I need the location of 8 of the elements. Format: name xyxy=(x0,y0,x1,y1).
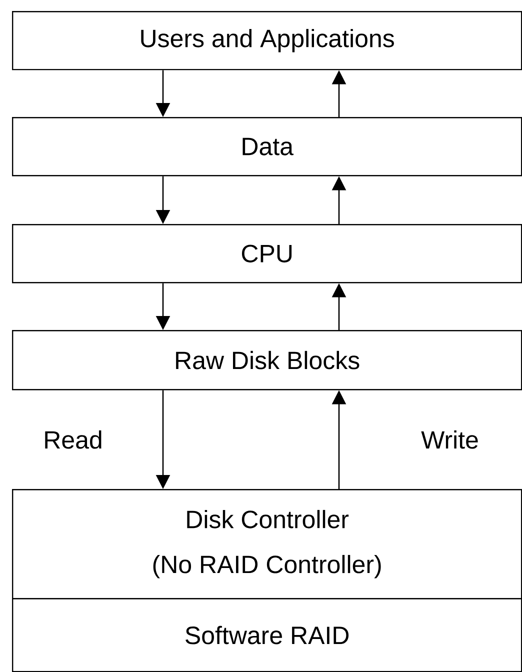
layer-box: Disk Controller (No RAID Controller) xyxy=(12,489,522,600)
layer-box: Software RAID xyxy=(12,598,522,672)
edge-label: Write xyxy=(421,430,478,449)
edge-label: Read xyxy=(45,430,102,449)
layer-box: CPU xyxy=(12,224,522,284)
layer-box: Raw Disk Blocks xyxy=(12,330,522,390)
layer-box: Data xyxy=(12,117,522,176)
layer-box: Users and Applications xyxy=(12,11,522,70)
